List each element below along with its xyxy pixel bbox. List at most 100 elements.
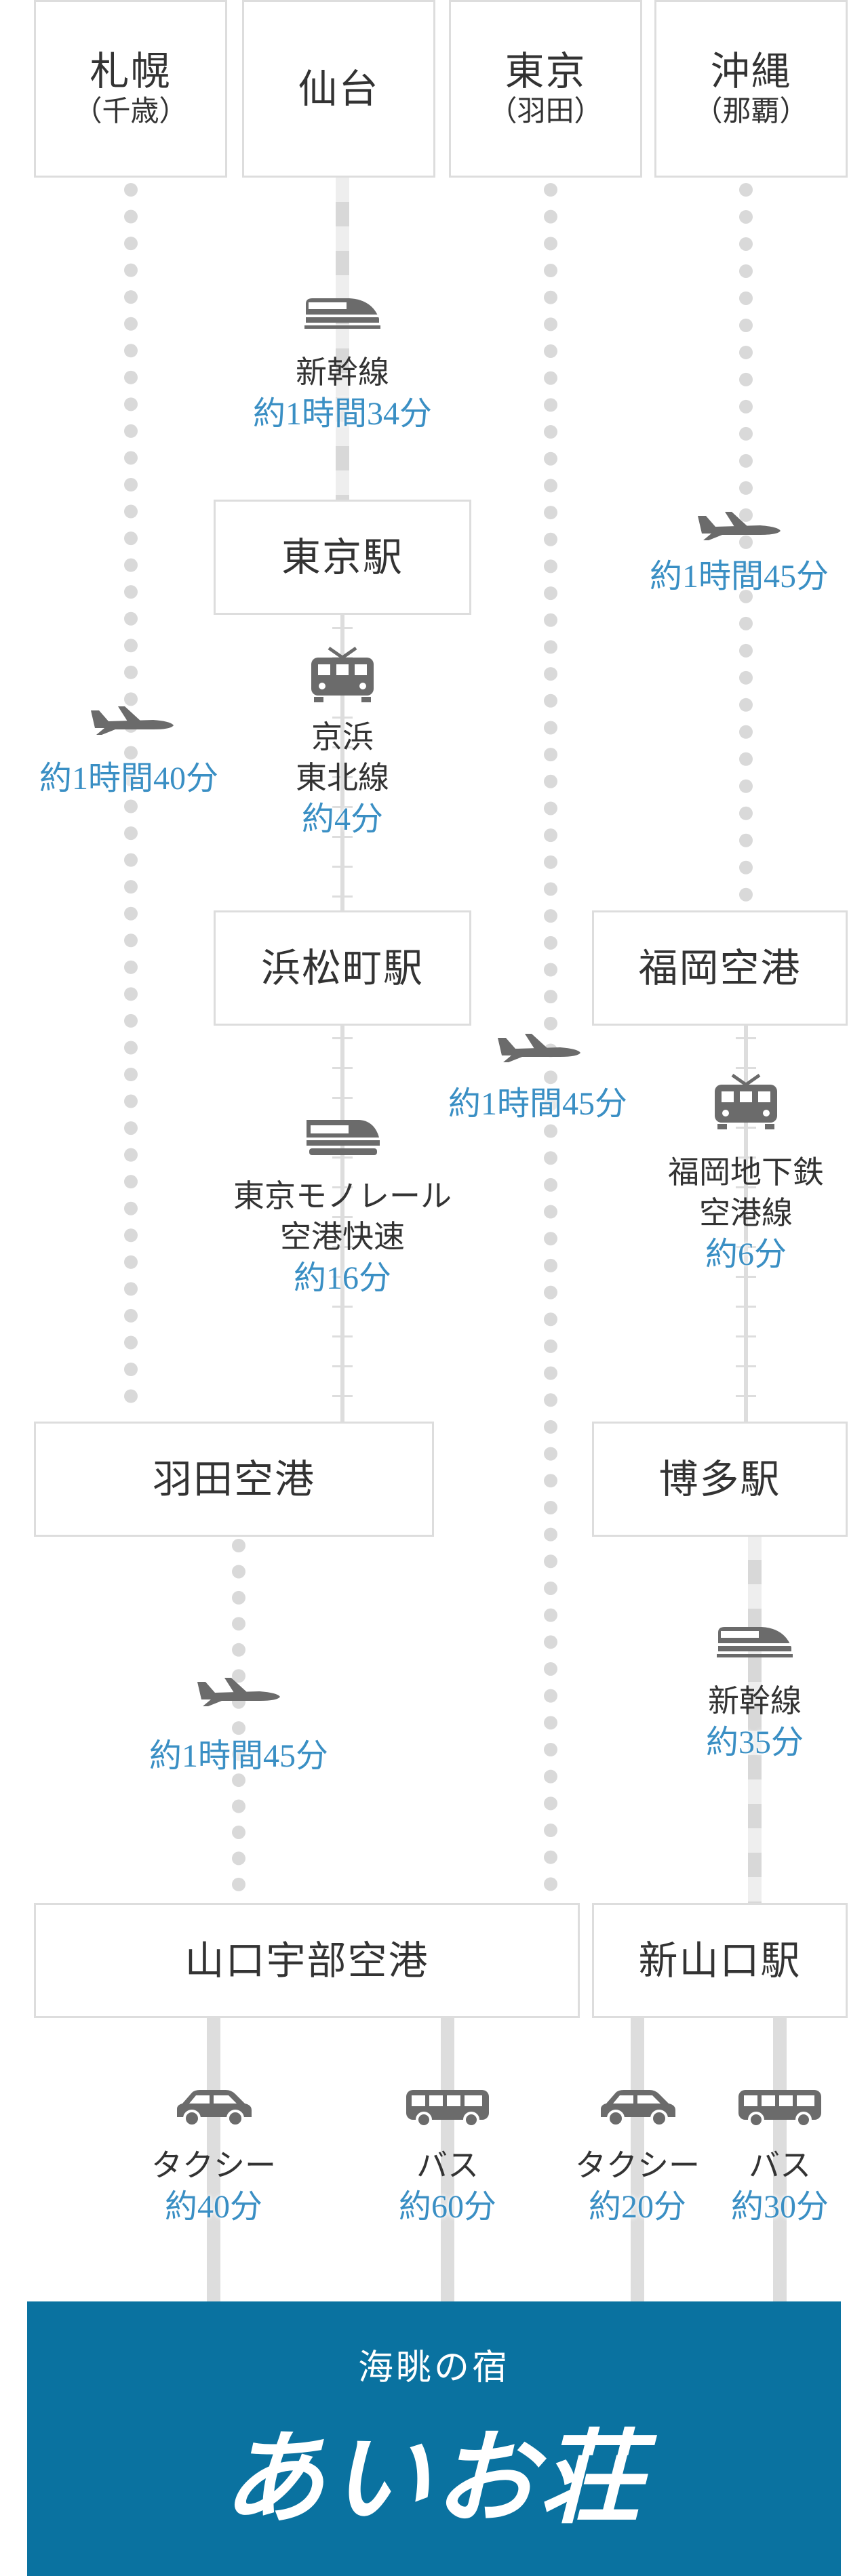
shinkansen-icon: [714, 1620, 795, 1661]
track-tie: [332, 1276, 353, 1278]
mode-text: 新幹線: [295, 354, 389, 390]
track-tie: [332, 1246, 353, 1248]
sendai-segment-label: 新幹線 約1時間34分: [253, 353, 432, 435]
bus-icon: [402, 2087, 493, 2129]
airplane-icon: [88, 701, 176, 739]
track-tie: [332, 1097, 353, 1099]
origin-sendai: 仙台: [242, 0, 435, 178]
track-tie: [736, 1276, 756, 1278]
keihin-track: [340, 613, 344, 912]
time-text: 約30分: [730, 2188, 829, 2225]
origin-name: 東京: [505, 48, 587, 95]
time-text: 約1時間45分: [649, 559, 829, 595]
track-tie: [736, 1335, 756, 1337]
track-tie: [332, 1216, 353, 1218]
mode-text: バス: [748, 2147, 811, 2183]
monorail-track: [340, 1024, 344, 1424]
train-icon: [711, 1072, 781, 1131]
monorail-icon: [302, 1113, 382, 1158]
keihin-segment-label: 京浜 東北線 約4分: [296, 717, 389, 841]
time-text: 約1時間45分: [149, 1738, 329, 1774]
track-tie: [332, 746, 353, 748]
haneda-segment-label: 約1時間45分: [149, 1735, 328, 1777]
track-tie: [332, 1365, 353, 1367]
station-name: 東京駅: [281, 534, 403, 580]
station-name: 新山口駅: [638, 1937, 802, 1984]
origin-sapporo: 札幌 （千歳）: [34, 0, 227, 178]
time-text: 約4分: [301, 801, 383, 837]
station-hamamatsucho: 浜松町駅: [214, 910, 471, 1026]
track-tie: [736, 1246, 756, 1248]
track-tie: [332, 1067, 353, 1069]
bus-icon: [734, 2087, 825, 2129]
track-tie: [332, 1335, 353, 1337]
train-icon: [307, 645, 378, 704]
subway-segment-label: 福岡地下鉄 空港線 約6分: [668, 1152, 824, 1276]
track-tie: [736, 1216, 756, 1218]
sendai-shinkansen-line: [336, 178, 349, 500]
mode-text: 京浜: [311, 719, 374, 755]
track-tie: [332, 866, 353, 868]
origin-name: 仙台: [298, 65, 380, 112]
time-text: 約1時間40分: [39, 761, 219, 797]
airplane-icon: [195, 1672, 283, 1710]
ube-bus-label: バス 約60分: [399, 2146, 496, 2228]
station-name: 羽田空港: [152, 1455, 315, 1502]
mode-text: タクシー: [575, 2147, 700, 2183]
station-name: 福岡空港: [638, 944, 802, 991]
tokyo-segment-label: 約1時間45分: [448, 1083, 627, 1125]
destination-tagline: 海眺の宿: [357, 2348, 510, 2388]
mode-text: 東京モノレール: [233, 1178, 452, 1214]
ube-taxi-label: タクシー 約40分: [151, 2146, 276, 2228]
track-tie: [736, 1395, 756, 1397]
track-tie: [736, 1037, 756, 1039]
okinawa-segment-label: 約1時間45分: [650, 556, 829, 598]
station-name: 山口宇部空港: [184, 1937, 429, 1984]
time-text: 約6分: [705, 1236, 787, 1272]
track-tie: [736, 1067, 756, 1069]
subway-track: [744, 1024, 748, 1424]
shin-taxi-road: [631, 2017, 644, 2301]
mode-text: バス: [416, 2147, 479, 2183]
car-icon: [595, 2087, 679, 2129]
station-name: 博多駅: [658, 1455, 781, 1502]
shin-taxi-label: タクシー 約20分: [575, 2146, 700, 2228]
station-haneda-airport: 羽田空港: [34, 1422, 434, 1537]
airplane-icon: [495, 1028, 583, 1066]
station-fukuoka-airport: 福岡空港: [592, 910, 848, 1026]
time-text: 約1時間34分: [252, 395, 433, 432]
ube-taxi-road: [207, 2017, 220, 2301]
station-tokyo: 東京駅: [214, 500, 471, 615]
track-tie: [332, 1037, 353, 1039]
mode-text: 新幹線: [707, 1683, 802, 1719]
track-tie: [736, 1156, 756, 1159]
shinkansen-icon: [302, 291, 383, 332]
hakata-segment-label: 新幹線 約35分: [706, 1681, 804, 1764]
track-tie: [736, 1186, 756, 1188]
track-tie: [332, 806, 353, 808]
origin-sub: （羽田）: [488, 94, 603, 128]
track-tie: [332, 776, 353, 778]
station-shin-yamaguchi: 新山口駅: [592, 1903, 848, 2018]
time-text: 約20分: [588, 2188, 686, 2225]
tokyo-route-line: [544, 183, 557, 1891]
track-tie: [332, 1186, 353, 1188]
origin-okinawa: 沖縄 （那覇）: [654, 0, 848, 178]
origin-name: 札幌: [90, 48, 172, 95]
sapporo-route-line: [124, 183, 138, 1403]
ube-bus-road: [441, 2017, 454, 2301]
time-text: 約16分: [293, 1260, 391, 1296]
track-tie: [736, 1306, 756, 1308]
track-tie: [332, 1156, 353, 1159]
origin-tokyo: 東京 （羽田）: [449, 0, 642, 178]
shin-bus-road: [773, 2017, 787, 2301]
mode-text: 空港快速: [280, 1217, 405, 1255]
time-text: 約40分: [164, 2188, 262, 2225]
track-tie: [736, 1127, 756, 1129]
track-tie: [332, 717, 353, 719]
origin-sub: （千歳）: [73, 94, 188, 128]
mode-text: タクシー: [151, 2147, 276, 2183]
station-hakata: 博多駅: [592, 1422, 848, 1537]
sapporo-segment-label: 約1時間40分: [39, 758, 218, 800]
mode-text: 空港線: [699, 1194, 793, 1231]
